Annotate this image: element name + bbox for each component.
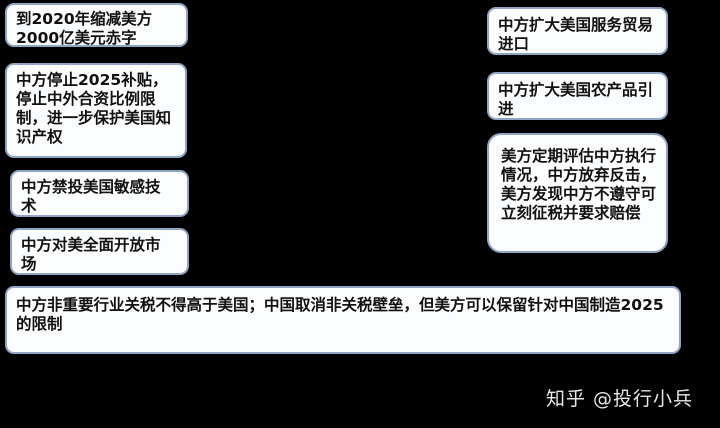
box-stop-subsidies: 中方停止2025补贴，停止中外合资比例限制，进一步保护美国知识产权 [5,63,187,158]
watermark: 知乎 @投行小兵 [546,388,694,410]
box-tariffs: 中方非重要行业关税不得高于美国；中国取消非关税壁垒，但美方可以保留针对中国制造2… [5,286,681,354]
box-reduce-deficit: 到2020年缩减美方2000亿美元赤字 [5,3,188,47]
box-service-trade: 中方扩大美国服务贸易进口 [487,7,668,55]
box-agri-products: 中方扩大美国农产品引进 [487,72,668,120]
box-open-market: 中方对美全面开放市场 [10,228,189,275]
box-evaluation: 美方定期评估中方执行情况，中方放弃反击，美方发现中方不遵守可立刻征税并要求赔偿 [487,133,668,253]
box-ban-sensitive-tech: 中方禁投美国敏感技术 [10,170,189,217]
